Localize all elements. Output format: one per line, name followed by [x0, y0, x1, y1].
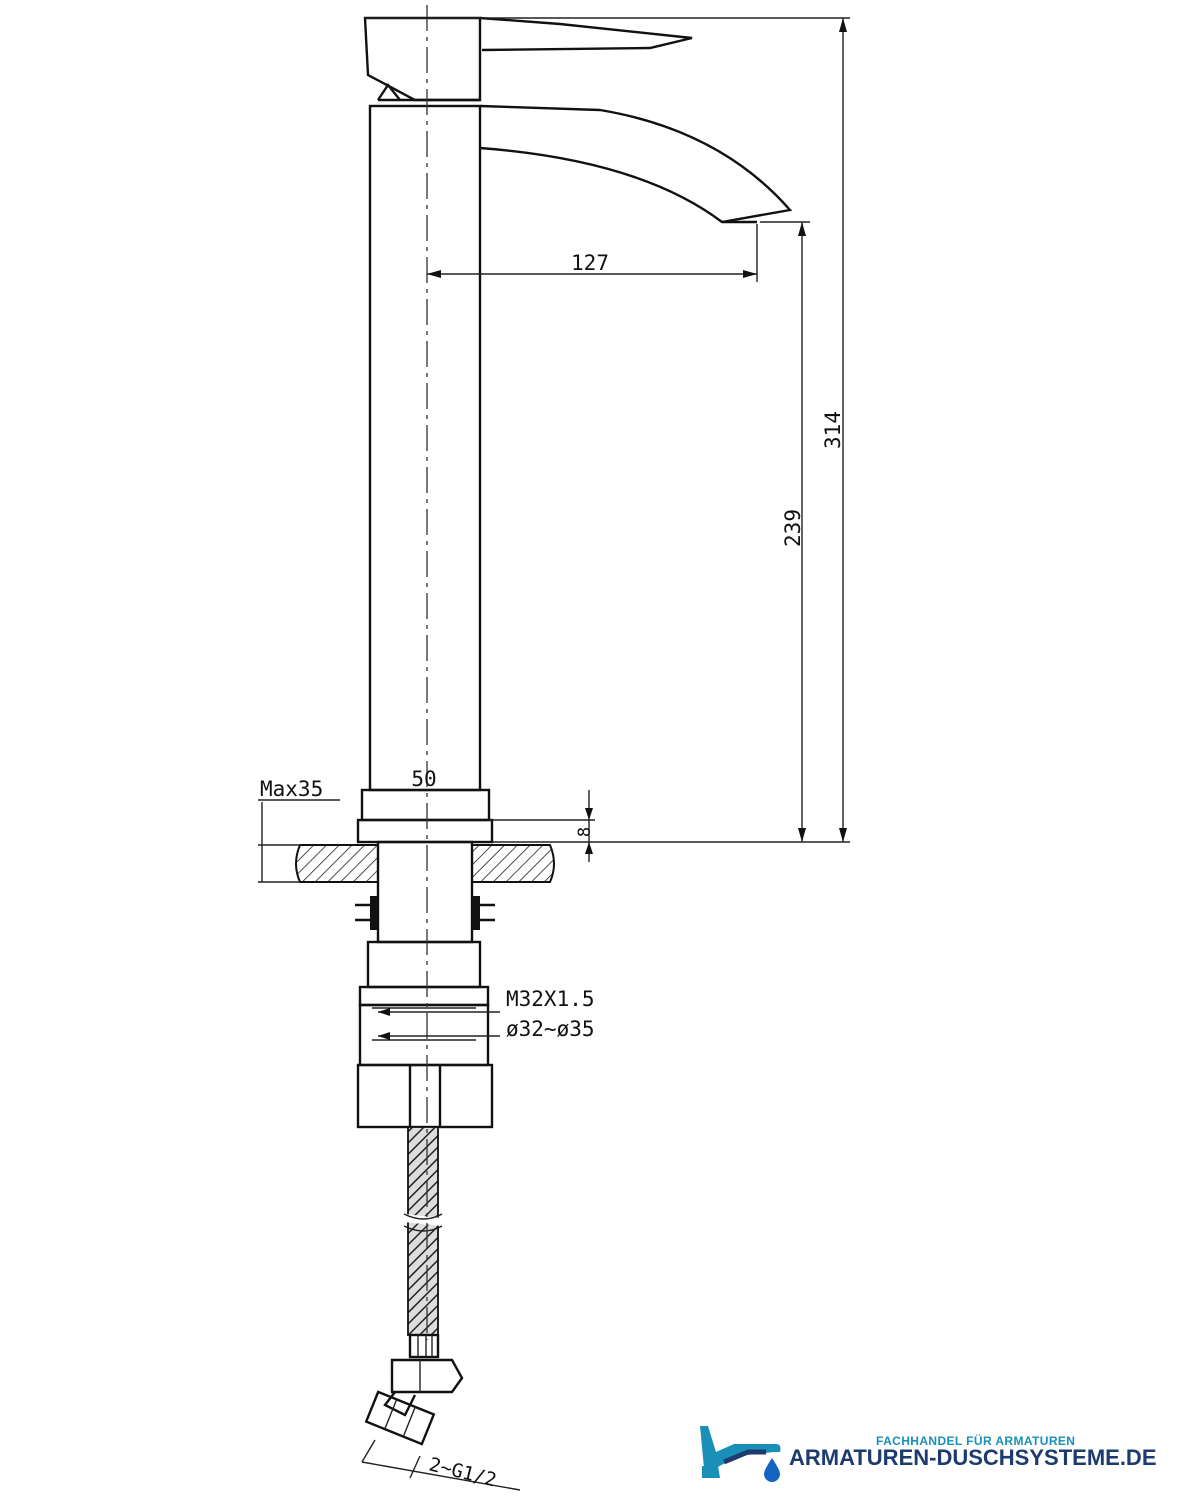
- hose-connection-label: 2~G1/2: [427, 1454, 499, 1492]
- faucet-logo-icon: [700, 1426, 781, 1478]
- braided-hose: [364, 1126, 464, 1446]
- thread-label: M32X1.5: [506, 987, 595, 1011]
- dimension-label-total-height: 314: [821, 411, 845, 449]
- base-flange: [356, 788, 494, 844]
- dimension-label-max-thickness: Max35: [260, 777, 323, 801]
- brand-name: ARMATUREN-DUSCHSYSTEME.DE: [789, 1445, 1157, 1470]
- brand-tagline: FACHHANDEL FÜR ARMATUREN: [876, 1434, 1076, 1448]
- fixing-nut-assembly: [356, 940, 494, 1129]
- dimension-spout-reach: 127: [427, 224, 758, 282]
- dimension-label-width: 50: [411, 767, 436, 791]
- dimension-label-reach: 127: [571, 251, 609, 275]
- lever-handle: [363, 16, 693, 102]
- dimension-label-spout-height: 239: [781, 509, 805, 547]
- dimension-max-thickness: Max35: [258, 777, 340, 883]
- dimension-spout-height: 239: [760, 221, 810, 842]
- hole-diameter-label: ø32~ø35: [506, 1017, 595, 1041]
- dimension-base-height: 8: [489, 790, 595, 862]
- spout: [479, 104, 793, 224]
- hose-connection-callout: 2~G1/2: [361, 1439, 521, 1492]
- brand-logo: FACHHANDEL FÜR ARMATUREN ARMATUREN-DUSCH…: [694, 1418, 1184, 1488]
- dimension-label-base-height: 8: [575, 827, 595, 837]
- faucet-body: [368, 104, 482, 792]
- dimension-body-width: 50: [411, 767, 436, 791]
- countertop-section: [295, 844, 555, 883]
- water-drop-icon: [764, 1458, 780, 1482]
- thread-callouts: M32X1.5 ø32~ø35: [378, 987, 595, 1041]
- dimension-total-height: 314: [365, 17, 850, 842]
